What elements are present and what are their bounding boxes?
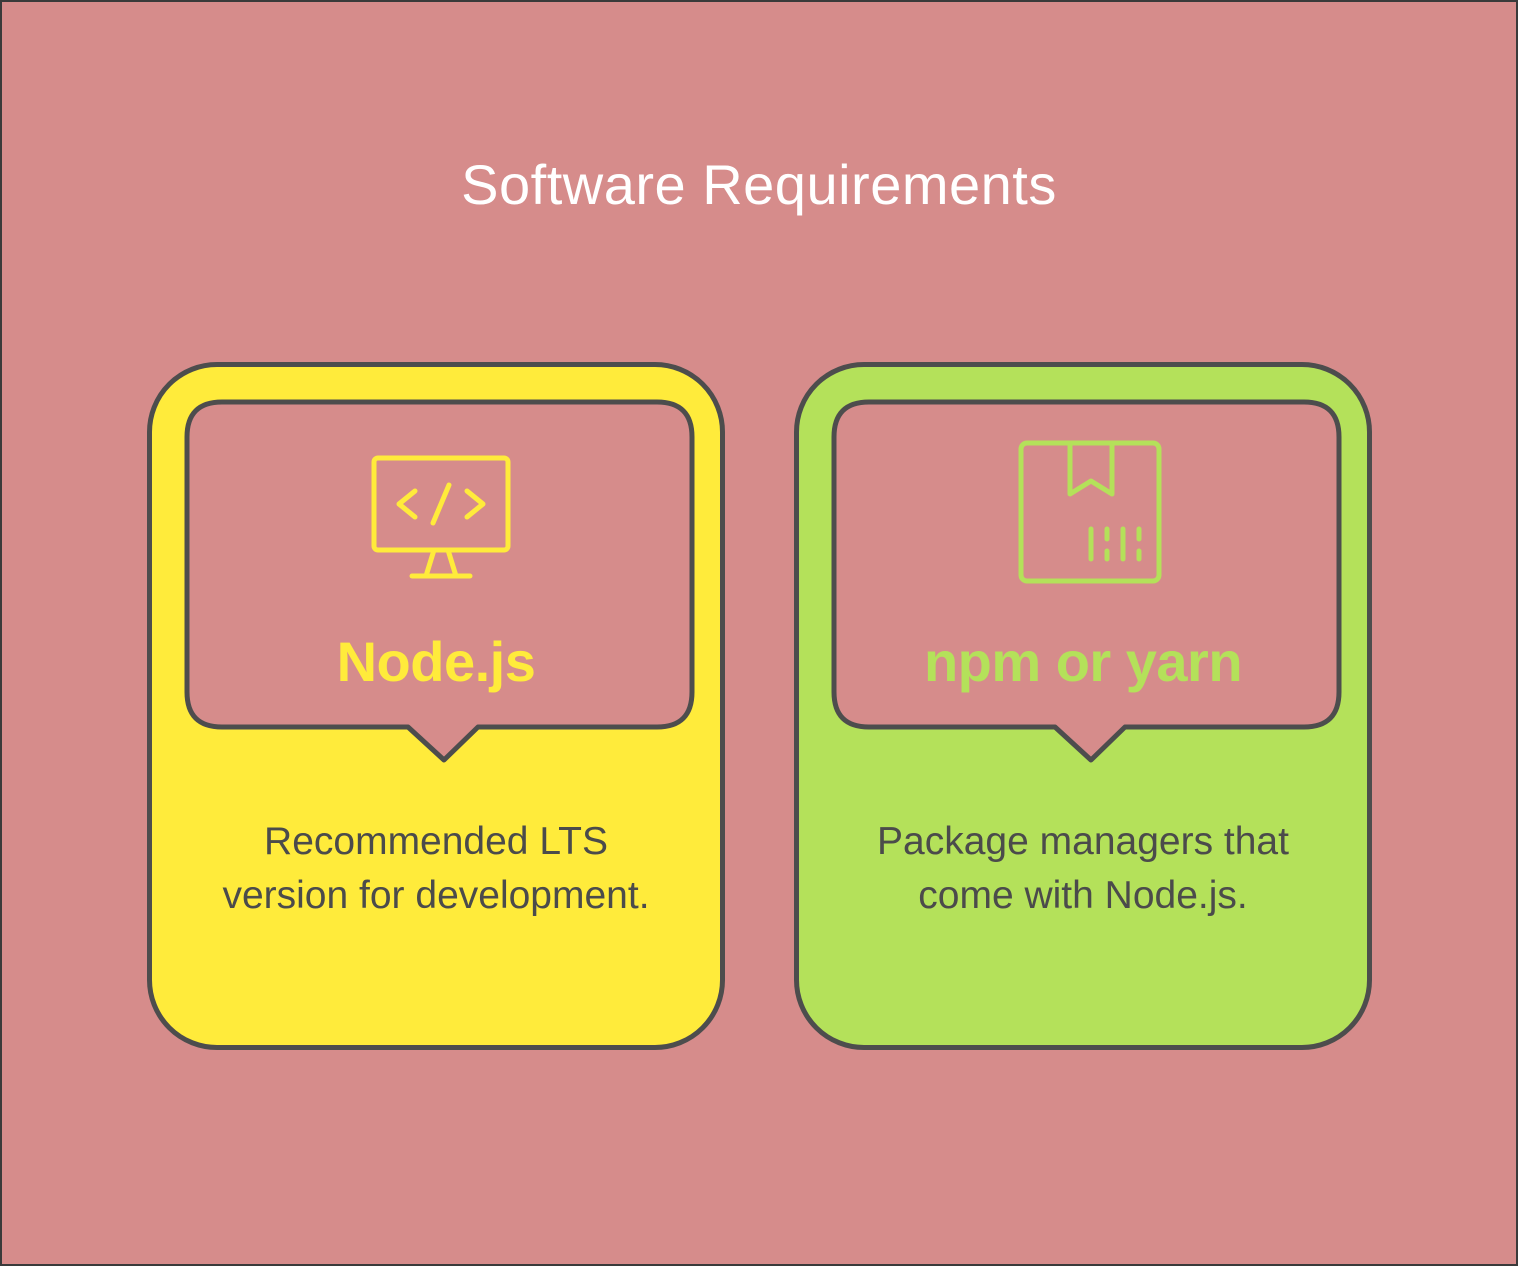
code-monitor-icon bbox=[371, 455, 511, 579]
card-npm-yarn-description: Package managers that come with Node.js. bbox=[877, 820, 1289, 917]
page-title: Software Requirements bbox=[461, 153, 1057, 216]
card-nodejs-bubble: Node.js bbox=[152, 367, 730, 767]
card-npm-yarn-title: npm or yarn bbox=[923, 630, 1243, 693]
card-nodejs-title: Node.js bbox=[336, 630, 536, 693]
card-npm-yarn: npm or yarn Package managers that come w… bbox=[794, 362, 1372, 1050]
speech-bubble-shape bbox=[184, 399, 695, 763]
card-nodejs: Node.js Recommended LTS version for deve… bbox=[147, 362, 725, 1050]
package-box-icon bbox=[1018, 440, 1162, 584]
card-npm-yarn-bubble: npm or yarn bbox=[799, 367, 1377, 767]
card-nodejs-description: Recommended LTS version for development. bbox=[222, 820, 650, 917]
